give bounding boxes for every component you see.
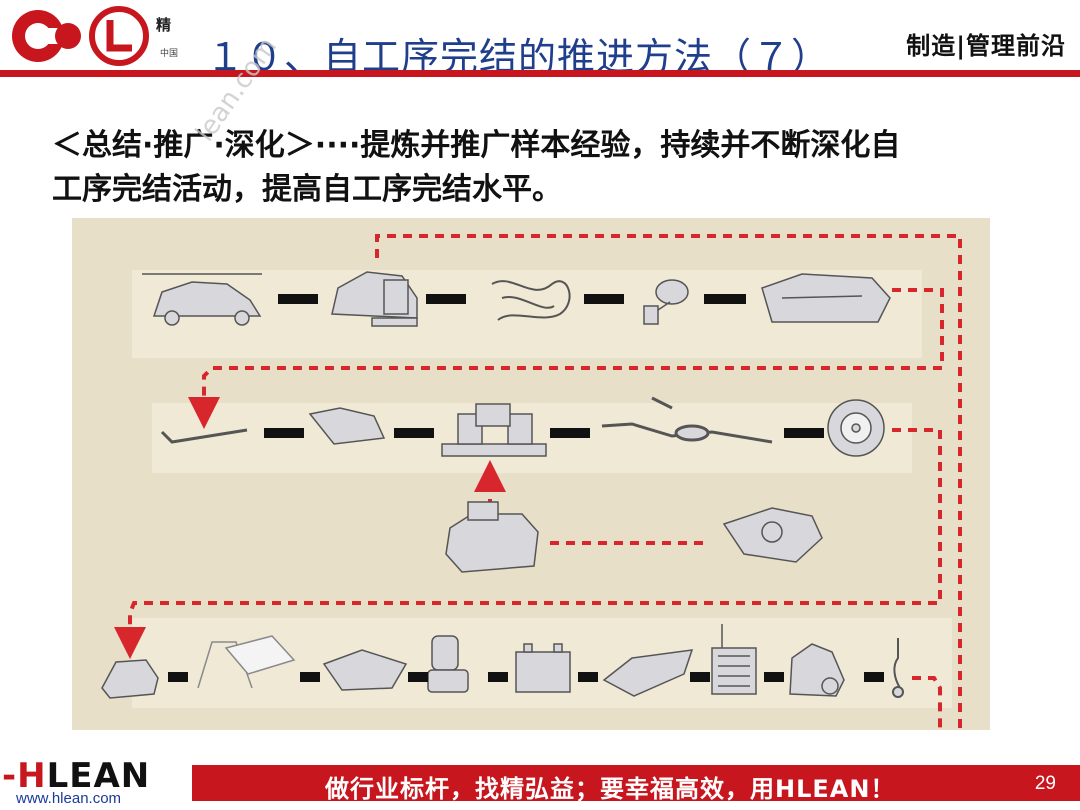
door-assembly-icon — [789, 643, 845, 697]
car-body-icon — [142, 273, 262, 326]
header-divider — [0, 70, 1080, 77]
seat-icon — [427, 635, 469, 693]
door-frame-icon — [331, 271, 418, 327]
wheel-icon — [827, 399, 885, 457]
footer-brand-logo: -HLEAN — [2, 756, 150, 796]
logo-subcaption: 中国 — [160, 49, 179, 59]
row2-connectors — [264, 428, 824, 438]
headlamp-icon — [101, 659, 159, 699]
exhaust-pipe-icon — [601, 396, 773, 444]
radiator-icon — [711, 624, 757, 695]
row1-connectors — [278, 294, 746, 304]
battery-icon — [515, 643, 571, 693]
bumper-beam-icon — [160, 428, 248, 444]
assembly-process-diagram — [72, 218, 990, 730]
front-bumper-icon — [602, 649, 694, 697]
page-number: 29 — [1034, 773, 1056, 794]
summary-line-2: 工序完结活动，提高自工序完结水平。 — [52, 172, 562, 207]
summary-paragraph: ＜总结·推广·深化＞····提炼并推广样本经验，持续并不断深化自 工序完结活动，… — [52, 124, 1032, 212]
company-logo-emblem — [89, 6, 149, 66]
row3-connectors — [168, 672, 884, 682]
footer-slogan: 做行业标杆，找精弘益；要幸福高效，用HLEAN！ — [325, 775, 896, 803]
footer-banner — [192, 765, 1080, 801]
logo-caption: 精 — [156, 16, 172, 34]
fluid-filler-icon — [892, 638, 904, 698]
fender-icon — [308, 407, 386, 445]
transmission-icon — [722, 507, 823, 563]
floor-carpet-icon — [322, 649, 408, 691]
wire-harness-icon — [491, 280, 571, 321]
engine-mount-fixture-icon — [441, 403, 547, 457]
windshield-icon — [197, 635, 296, 689]
dashboard-icon — [761, 273, 891, 323]
summary-line-1: ＜总结·推广·深化＞····提炼并推广样本经验，持续并不断深化自 — [52, 128, 901, 163]
footer-logo-suffix: LEAN — [46, 756, 151, 796]
footer-logo-prefix: -H — [2, 756, 47, 796]
footer-website: www.hlean.com — [16, 790, 122, 807]
brake-booster-icon — [643, 279, 689, 325]
engine-assembly-icon — [445, 501, 539, 573]
header-tagline: 制造|管理前沿 — [906, 32, 1066, 60]
company-logo-c — [12, 10, 81, 62]
